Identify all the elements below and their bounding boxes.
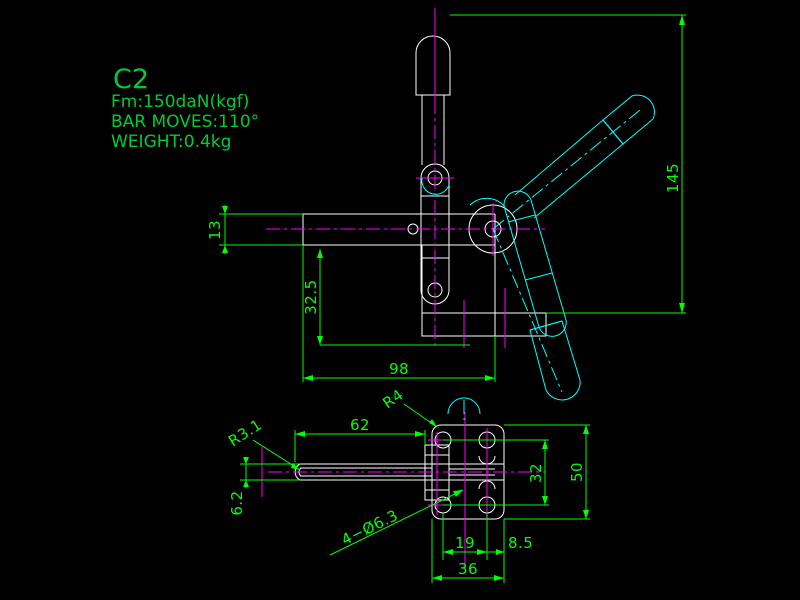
title-block: C2 Fm:150daN(kgf) BAR MOVES:110° WEIGHT:… [111,64,259,152]
dim-13-arrow-bottom [222,245,228,253]
dim-36-text: 36 [458,560,478,578]
dim-36-arrow-right [494,575,504,581]
dim-r4-arrow [429,419,437,427]
phantom-shaft-lower [533,143,624,219]
dim-r31-leader [252,439,301,471]
dim-145-arrow-bottom [679,303,685,313]
bar-moves-label: BAR MOVES:110° [111,112,259,132]
dim-50-arrow-top [583,425,589,434]
phantom-link-centerline [492,228,563,393]
bottom-view-dimensions: 62 R4 R3.1 6.2 4−Ø6.3 19 8.5 [225,386,590,583]
dim-36-arrow-left [432,575,442,581]
dim-98-text: 98 [389,360,409,378]
dim-50-text: 50 [568,462,586,482]
dim-holes-leader [329,489,464,556]
dim-19-arrow-right [477,549,487,555]
dim-62-arrow-left [295,431,305,437]
dim-98-arrow-right [485,375,495,381]
phantom-link-step2 [524,272,553,281]
phantom-lower-grip [529,320,581,401]
dim-13-text: 13 [206,220,224,240]
dim-325-arrow-bottom [317,336,323,345]
dim-r4-text: R4 [379,386,407,413]
dim-holes-text: 4−Ø6.3 [339,506,402,549]
front-view-dimensions: 145 98 13 32.5 [206,14,686,382]
dim-85-text: 8.5 [508,534,533,552]
dim-145-text: 145 [664,163,682,193]
dim-r31-arrow [291,463,300,470]
dim-32-arrow-top [542,440,548,449]
dim-62w-arrow-top [243,457,249,464]
dim-62w-arrow-bottom [243,480,249,487]
base-plate [421,312,547,337]
phantom-shaft-upper [514,119,604,196]
front-view-phantom-open-position [421,94,655,401]
model-label: C2 [113,64,149,95]
handle-grip-outline [415,35,451,96]
weight-label: WEIGHT:0.4kg [111,132,231,152]
dim-62w-text: 6.2 [228,490,246,515]
dim-holes-arrow [453,490,463,497]
dim-62-arrow-right [415,431,425,437]
dim-62-text: 62 [350,416,370,434]
force-label: Fm:150daN(kgf) [111,92,249,112]
dim-32-arrow-bottom [542,496,548,505]
dim-85-arrow-right [496,549,504,555]
dim-13-arrow-top [222,206,228,214]
dim-325-arrow-top [317,249,323,258]
bottom-view-phantom [447,397,481,420]
dim-145-arrow-top [679,15,685,25]
dim-19-text: 19 [455,534,475,552]
dim-325-text: 32.5 [302,279,320,314]
handle-link-outline [420,163,450,305]
dim-98-arrow-left [303,375,313,381]
phantom-shaft-centerline [492,109,641,230]
phantom-pivot-arc [469,197,506,208]
dim-50-arrow-bottom [583,510,589,519]
plan-phantom-arc [447,397,481,415]
dim-32-text: 32 [527,463,545,483]
dim-19-arrow-left [443,549,453,555]
phantom-handle-grip [602,94,655,145]
phantom-link-plate [503,190,567,337]
dim-r31-text: R3.1 [225,415,265,450]
front-view-geometry [302,35,547,337]
phantom-link-step1 [507,214,536,223]
phantom-handle-arc-top [421,177,450,195]
